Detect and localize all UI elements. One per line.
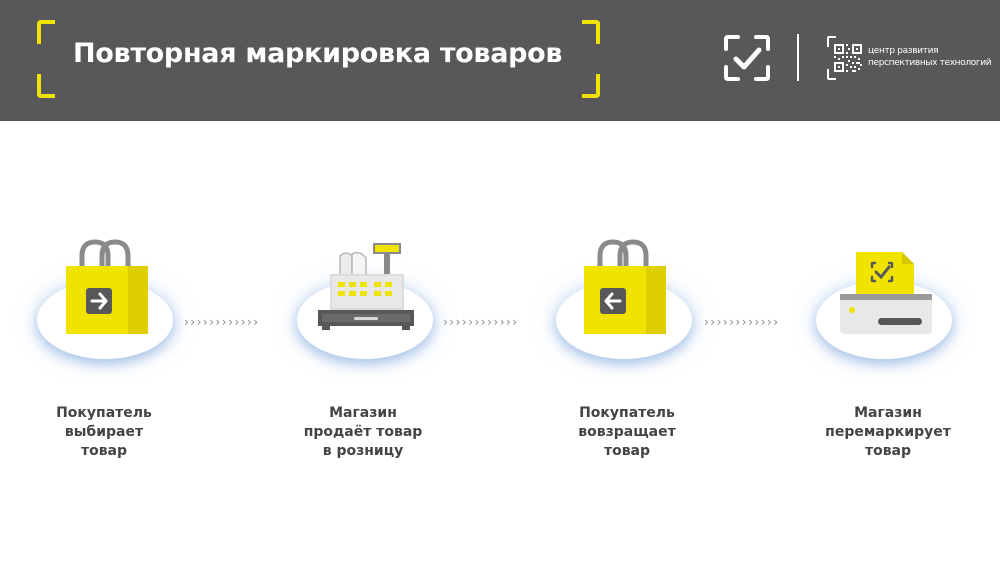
header-banner: Повторная маркировка товаров центр разви… bbox=[0, 0, 1000, 121]
step-label-line: Покупатель bbox=[579, 405, 675, 421]
step-label-line: перемаркирует bbox=[825, 424, 951, 440]
title-bracket-frame: Повторная маркировка товаров bbox=[37, 20, 600, 98]
step-label-line: Магазин bbox=[854, 405, 922, 421]
step-label-line: выбирает bbox=[64, 424, 144, 440]
step-label-line: Покупатель bbox=[56, 405, 152, 421]
org-name-line: центр развития bbox=[868, 46, 939, 56]
label-printer-icon bbox=[840, 252, 932, 334]
bracket-corner bbox=[582, 20, 600, 44]
flow-connector: ›››››››››››› bbox=[704, 315, 780, 329]
step-label: Магазин продаёт товар в розницу bbox=[278, 404, 448, 461]
page-title: Повторная маркировка товаров bbox=[73, 38, 563, 69]
shopping-bag-arrow-right-icon bbox=[66, 239, 148, 334]
step-label: Покупатель выбирает товар bbox=[19, 404, 189, 461]
cash-register-icon bbox=[318, 243, 414, 330]
organization-name: центр развития перспективных технологий bbox=[868, 45, 992, 69]
step-label-line: продаёт товар bbox=[303, 424, 423, 440]
qr-code-icon bbox=[827, 36, 862, 80]
flow-connector: ›››››››››››› bbox=[184, 315, 260, 329]
step-label-line: товар bbox=[864, 443, 912, 459]
step-label: Покупатель вовзращает товар bbox=[542, 404, 712, 461]
org-name-line: перспективных технологий bbox=[868, 58, 992, 68]
flow-connector: ›››››››››››› bbox=[443, 315, 519, 329]
shopping-bag-arrow-left-icon bbox=[584, 239, 666, 334]
bracket-corner bbox=[37, 74, 55, 98]
step-label-line: в розницу bbox=[322, 443, 404, 459]
check-frame-icon bbox=[724, 35, 770, 81]
step-label-line: товар bbox=[80, 443, 128, 459]
step-label-line: Магазин bbox=[329, 405, 397, 421]
step-label-line: товар bbox=[603, 443, 651, 459]
step-label: Магазин перемаркирует товар bbox=[803, 404, 973, 461]
bracket-corner bbox=[37, 20, 55, 44]
logo-divider bbox=[797, 34, 799, 81]
bracket-corner bbox=[582, 74, 600, 98]
step-label-line: вовзращает bbox=[578, 424, 676, 440]
